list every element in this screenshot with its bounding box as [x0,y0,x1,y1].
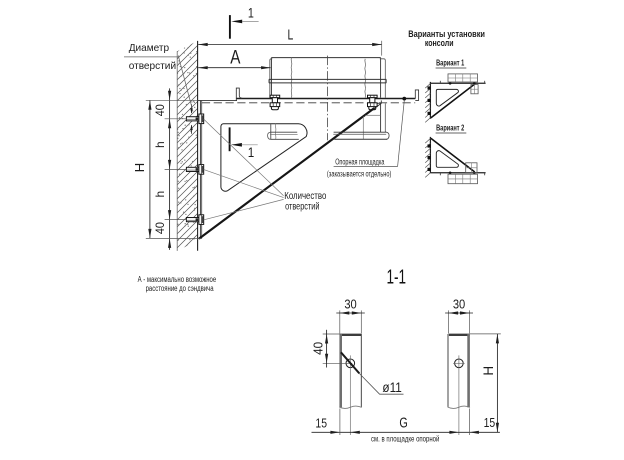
svg-text:расстояние до сэндвича: расстояние до сэндвича [146,284,214,293]
svg-text:15: 15 [484,416,496,430]
svg-text:см. в площадке опорной: см. в площадке опорной [371,434,439,443]
svg-text:(заказывается отдельно): (заказывается отдельно) [327,169,392,179]
svg-text:h: h [153,141,167,148]
svg-text:Опорная площадка: Опорная площадка [335,157,384,167]
svg-text:G: G [399,416,407,432]
svg-text:40: 40 [153,104,167,116]
svg-text:A: A [230,48,240,69]
svg-text:А - максимально возможное: А - максимально возможное [138,275,217,284]
svg-text:15: 15 [315,417,327,431]
svg-text:30: 30 [344,298,356,312]
svg-text:30: 30 [453,298,465,312]
svg-text:Количество: Количество [284,190,326,202]
svg-text:консоли: консоли [425,37,454,48]
svg-text:ø11: ø11 [382,380,401,395]
svg-text:H: H [132,163,147,173]
svg-text:H: H [481,366,496,376]
svg-text:h: h [153,191,167,198]
svg-text:40: 40 [153,222,167,234]
svg-text:отверстий: отверстий [129,61,177,72]
svg-text:Вариант 2: Вариант 2 [436,123,465,132]
svg-text:отверстий: отверстий [285,200,319,212]
svg-text:Диаметр: Диаметр [129,43,170,54]
svg-text:Варианты установки: Варианты установки [408,28,485,39]
svg-text:40: 40 [312,342,326,355]
svg-text:1-1: 1-1 [387,267,407,289]
svg-text:1: 1 [248,4,254,20]
svg-text:1: 1 [248,144,255,160]
svg-text:Вариант 1: Вариант 1 [436,58,465,67]
svg-text:L: L [288,28,294,44]
